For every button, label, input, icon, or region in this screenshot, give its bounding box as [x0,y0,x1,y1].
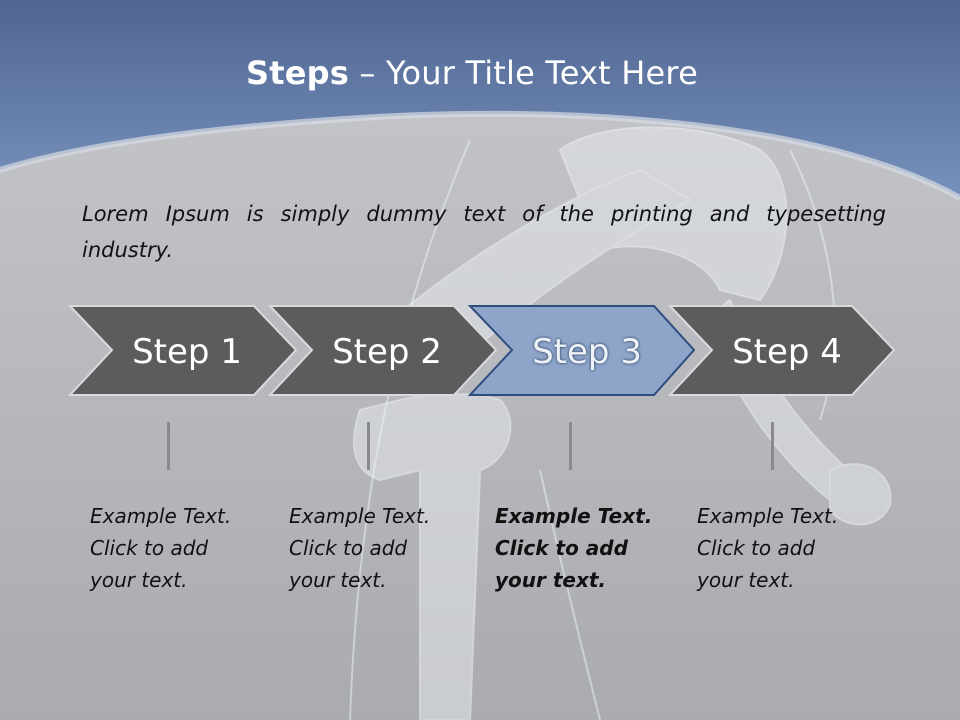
step-2-connector [367,422,370,470]
caption-line: your text. [495,568,607,592]
slide-title: Steps – Your Title Text Here [0,54,944,92]
caption-line: Example Text. [495,504,653,528]
step-1-connector [167,422,170,470]
caption-line: Example Text. [289,504,431,528]
step-1-label: Step 1 [132,332,242,372]
title-strong: Steps [246,54,350,92]
caption-line: Click to add [697,536,816,560]
step-1-caption: Example Text. Click to add your text. [90,500,260,596]
body-text: Lorem Ipsum is simply dummy text of the … [82,202,886,262]
step-2-arrow [267,305,498,396]
caption-line: Example Text. [90,504,232,528]
caption-line: your text. [90,568,188,592]
caption-line: your text. [289,568,387,592]
title-rest: – Your Title Text Here [349,54,698,92]
caption-line: Click to add [90,536,209,560]
step-4-label: Step 4 [732,332,842,372]
step-4-arrow [667,305,896,396]
step-4-caption: Example Text. Click to add your text. [697,500,867,596]
step-3-arrow [467,305,696,396]
caption-line: Example Text. [697,504,839,528]
step-3-connector [569,422,572,470]
step-4-connector [771,422,774,470]
caption-line: Click to add [289,536,408,560]
step-2-caption: Example Text. Click to add your text. [289,500,459,596]
caption-line: Click to add [495,536,628,560]
step-1-arrow [67,305,298,396]
step-3-caption: Example Text. Click to add your text. [495,500,665,596]
caption-line: your text. [697,568,795,592]
step-3-label: Step 3 [532,332,642,372]
step-2-label: Step 2 [332,332,442,372]
